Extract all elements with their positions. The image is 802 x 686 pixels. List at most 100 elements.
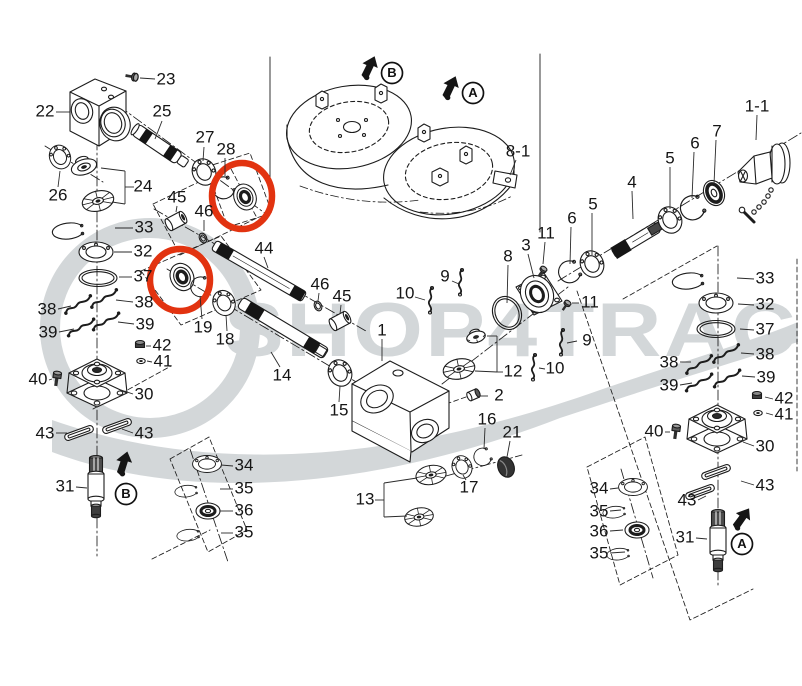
leader-line bbox=[697, 495, 707, 501]
leader-line bbox=[317, 292, 320, 302]
part-label-34[interactable]: 34 bbox=[590, 478, 609, 497]
part-label-9[interactable]: 9 bbox=[582, 330, 591, 349]
washer-41-right bbox=[753, 409, 763, 417]
part-label-27[interactable]: 27 bbox=[196, 127, 215, 146]
part-label-32[interactable]: 32 bbox=[134, 241, 153, 260]
leader-line bbox=[609, 487, 619, 490]
snap-ring-16 bbox=[471, 445, 494, 469]
part-label-17[interactable]: 17 bbox=[460, 477, 479, 496]
part-label-11[interactable]: 11 bbox=[537, 223, 555, 242]
highlight-circles bbox=[146, 159, 276, 315]
gearbox-housing-1 bbox=[351, 360, 450, 463]
part-label-16[interactable]: 16 bbox=[478, 409, 497, 428]
snap-ring-33-left bbox=[51, 220, 85, 242]
part-label-5[interactable]: 5 bbox=[665, 148, 674, 167]
part-label-8[interactable]: 8 bbox=[503, 246, 512, 265]
part-label-30[interactable]: 30 bbox=[135, 384, 154, 403]
part-label-12[interactable]: 12 bbox=[504, 361, 523, 380]
part-label-46[interactable]: 46 bbox=[195, 201, 214, 220]
part-label-14[interactable]: 14 bbox=[273, 365, 292, 384]
part-label-43[interactable]: 43 bbox=[678, 490, 697, 509]
cap-21 bbox=[497, 456, 515, 478]
part-label-38[interactable]: 38 bbox=[660, 352, 679, 371]
part-label-4[interactable]: 4 bbox=[627, 172, 636, 191]
part-label-41[interactable]: 41 bbox=[775, 404, 794, 423]
part-label-44[interactable]: 44 bbox=[255, 238, 274, 257]
part-label-43[interactable]: 43 bbox=[135, 423, 154, 442]
part-label-46[interactable]: 46 bbox=[311, 274, 330, 293]
leader-line bbox=[175, 205, 178, 213]
part-label-35[interactable]: 35 bbox=[590, 501, 609, 520]
part-label-28[interactable]: 28 bbox=[217, 139, 236, 158]
leader-line bbox=[462, 474, 467, 481]
part-label-30[interactable]: 30 bbox=[756, 436, 775, 455]
part-label-23[interactable]: 23 bbox=[157, 69, 176, 88]
part-label-26[interactable]: 26 bbox=[49, 185, 68, 204]
part-label-45[interactable]: 45 bbox=[333, 286, 352, 305]
part-label-33[interactable]: 33 bbox=[756, 268, 775, 287]
part-label-7[interactable]: 7 bbox=[712, 121, 721, 140]
part-label-38[interactable]: 38 bbox=[38, 299, 57, 318]
pto-coupler-1-1 bbox=[737, 142, 791, 224]
part-label-43[interactable]: 43 bbox=[36, 423, 55, 442]
part-label-42[interactable]: 42 bbox=[153, 335, 172, 354]
leader-line bbox=[736, 277, 755, 280]
part-label-35[interactable]: 35 bbox=[235, 522, 254, 541]
part-label-19[interactable]: 19 bbox=[194, 317, 213, 336]
part-label-35[interactable]: 35 bbox=[590, 543, 609, 562]
part-label-11[interactable]: 11 bbox=[581, 292, 599, 311]
part-label-32[interactable]: 32 bbox=[756, 294, 775, 313]
part-label-43[interactable]: 43 bbox=[756, 475, 775, 494]
part-label-21[interactable]: 21 bbox=[503, 422, 522, 441]
leader-line bbox=[506, 440, 511, 458]
part-label-33[interactable]: 33 bbox=[135, 217, 154, 236]
part-label-5[interactable]: 5 bbox=[588, 194, 597, 213]
part-label-37[interactable]: 37 bbox=[134, 266, 153, 285]
leader-line bbox=[566, 340, 578, 344]
part-label-24[interactable]: 24 bbox=[134, 176, 153, 195]
part-label-39[interactable]: 39 bbox=[39, 322, 58, 341]
part-label-13[interactable]: 13 bbox=[356, 489, 375, 508]
part-label-6[interactable]: 6 bbox=[567, 208, 576, 227]
part-label-15[interactable]: 15 bbox=[330, 400, 349, 419]
part-label-22[interactable]: 22 bbox=[36, 101, 55, 120]
part-label-3[interactable]: 3 bbox=[521, 235, 530, 254]
part-label-9[interactable]: 9 bbox=[440, 266, 449, 285]
part-label-31[interactable]: 31 bbox=[676, 527, 695, 546]
part-label-18[interactable]: 18 bbox=[216, 329, 235, 348]
bearing-7 bbox=[702, 179, 726, 207]
part-label-40[interactable]: 40 bbox=[29, 369, 48, 388]
part-label-8-1[interactable]: 8-1 bbox=[506, 141, 531, 160]
direction-arrow-icon bbox=[442, 76, 459, 101]
leader-line bbox=[509, 159, 517, 176]
part-label-25[interactable]: 25 bbox=[153, 101, 172, 120]
gear-13a bbox=[413, 462, 449, 488]
part-label-40[interactable]: 40 bbox=[645, 421, 664, 440]
part-label-41[interactable]: 41 bbox=[154, 351, 173, 370]
part-label-10[interactable]: 10 bbox=[396, 283, 415, 302]
part-label-1[interactable]: 1 bbox=[377, 320, 386, 339]
part-label-36[interactable]: 36 bbox=[235, 500, 254, 519]
part-label-37[interactable]: 37 bbox=[756, 319, 775, 338]
view-marker-circle-B bbox=[114, 482, 138, 506]
part-label-39[interactable]: 39 bbox=[757, 367, 776, 386]
leader-line bbox=[740, 480, 755, 486]
part-label-1-1[interactable]: 1-1 bbox=[745, 96, 770, 115]
part-label-36[interactable]: 36 bbox=[590, 521, 609, 540]
oil-seal-highlighted-top bbox=[227, 178, 263, 216]
part-label-38[interactable]: 38 bbox=[756, 344, 775, 363]
part-label-39[interactable]: 39 bbox=[660, 375, 679, 394]
part-label-45[interactable]: 45 bbox=[168, 187, 187, 206]
part-label-42[interactable]: 42 bbox=[775, 388, 794, 407]
part-label-2[interactable]: 2 bbox=[494, 385, 503, 404]
part-label-31[interactable]: 31 bbox=[56, 476, 75, 495]
view-marker-circle-A bbox=[730, 532, 754, 556]
part-label-34[interactable]: 34 bbox=[235, 455, 254, 474]
leader-line bbox=[115, 299, 134, 303]
part-label-10[interactable]: 10 bbox=[546, 358, 565, 377]
part-label-35[interactable]: 35 bbox=[235, 478, 254, 497]
part-label-6[interactable]: 6 bbox=[690, 133, 699, 152]
part-label-39[interactable]: 39 bbox=[136, 314, 155, 333]
part-label-38[interactable]: 38 bbox=[135, 292, 154, 311]
